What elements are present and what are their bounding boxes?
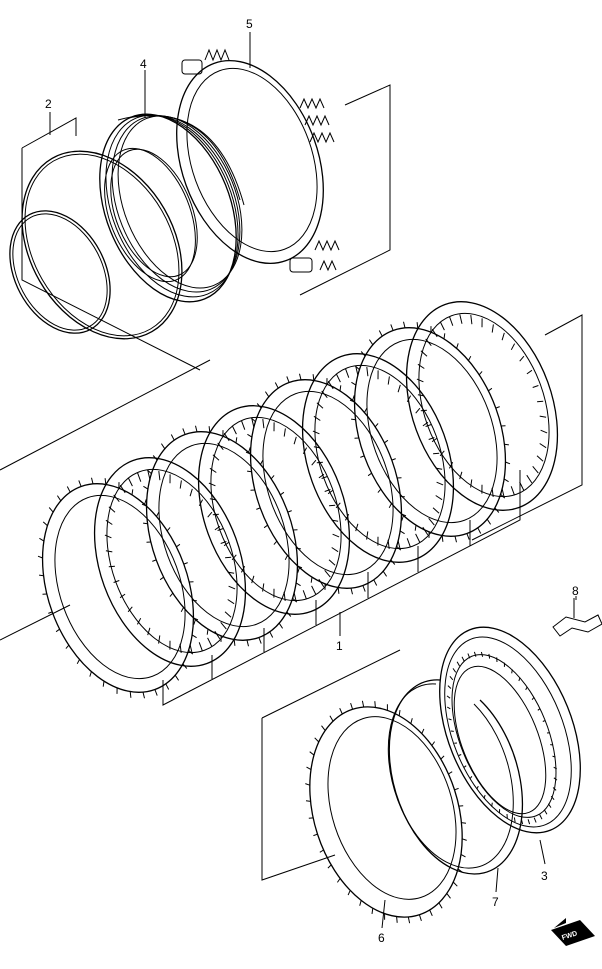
friction-disc-2 (93, 457, 247, 667)
friction-disc-4 (197, 405, 351, 615)
friction-disc-8 (405, 301, 559, 511)
steel-plate-3 (141, 425, 303, 647)
part-2-seal-rings[interactable] (0, 122, 214, 367)
group-frame-bottom (261, 649, 401, 881)
callout-4: 4 (140, 57, 147, 71)
group-frame-top (21, 84, 391, 371)
part-1-clutch-disc-stack[interactable] (15, 281, 584, 714)
group-frame-middle (0, 314, 583, 705)
part-7-snap-ring[interactable] (387, 679, 524, 875)
front-marker-label: FWD (561, 930, 578, 942)
callout-labels: 1 2 3 4 5 6 7 8 (45, 17, 579, 945)
callout-2: 2 (45, 97, 52, 111)
front-direction-marker: FWD (551, 918, 595, 946)
part-4-clutch-piston[interactable] (74, 94, 266, 322)
steel-plate-5 (245, 373, 407, 595)
callout-3: 3 (541, 869, 548, 883)
friction-disc-6 (301, 353, 455, 563)
callout-8: 8 (572, 584, 579, 598)
steel-plate-1 (37, 477, 199, 699)
part-3-one-way-clutch[interactable] (412, 607, 602, 854)
callout-leaders (49, 32, 577, 929)
callout-1: 1 (336, 639, 343, 653)
callout-7: 7 (492, 895, 499, 909)
coil-spring-icon (204, 48, 340, 272)
callout-5: 5 (246, 17, 253, 31)
part-6-reaction-plate[interactable] (284, 687, 488, 937)
steel-plate-7 (349, 321, 511, 543)
part-5-return-spring-plate[interactable] (150, 40, 350, 284)
part-8-clip[interactable] (552, 598, 602, 637)
callout-6: 6 (378, 931, 385, 945)
